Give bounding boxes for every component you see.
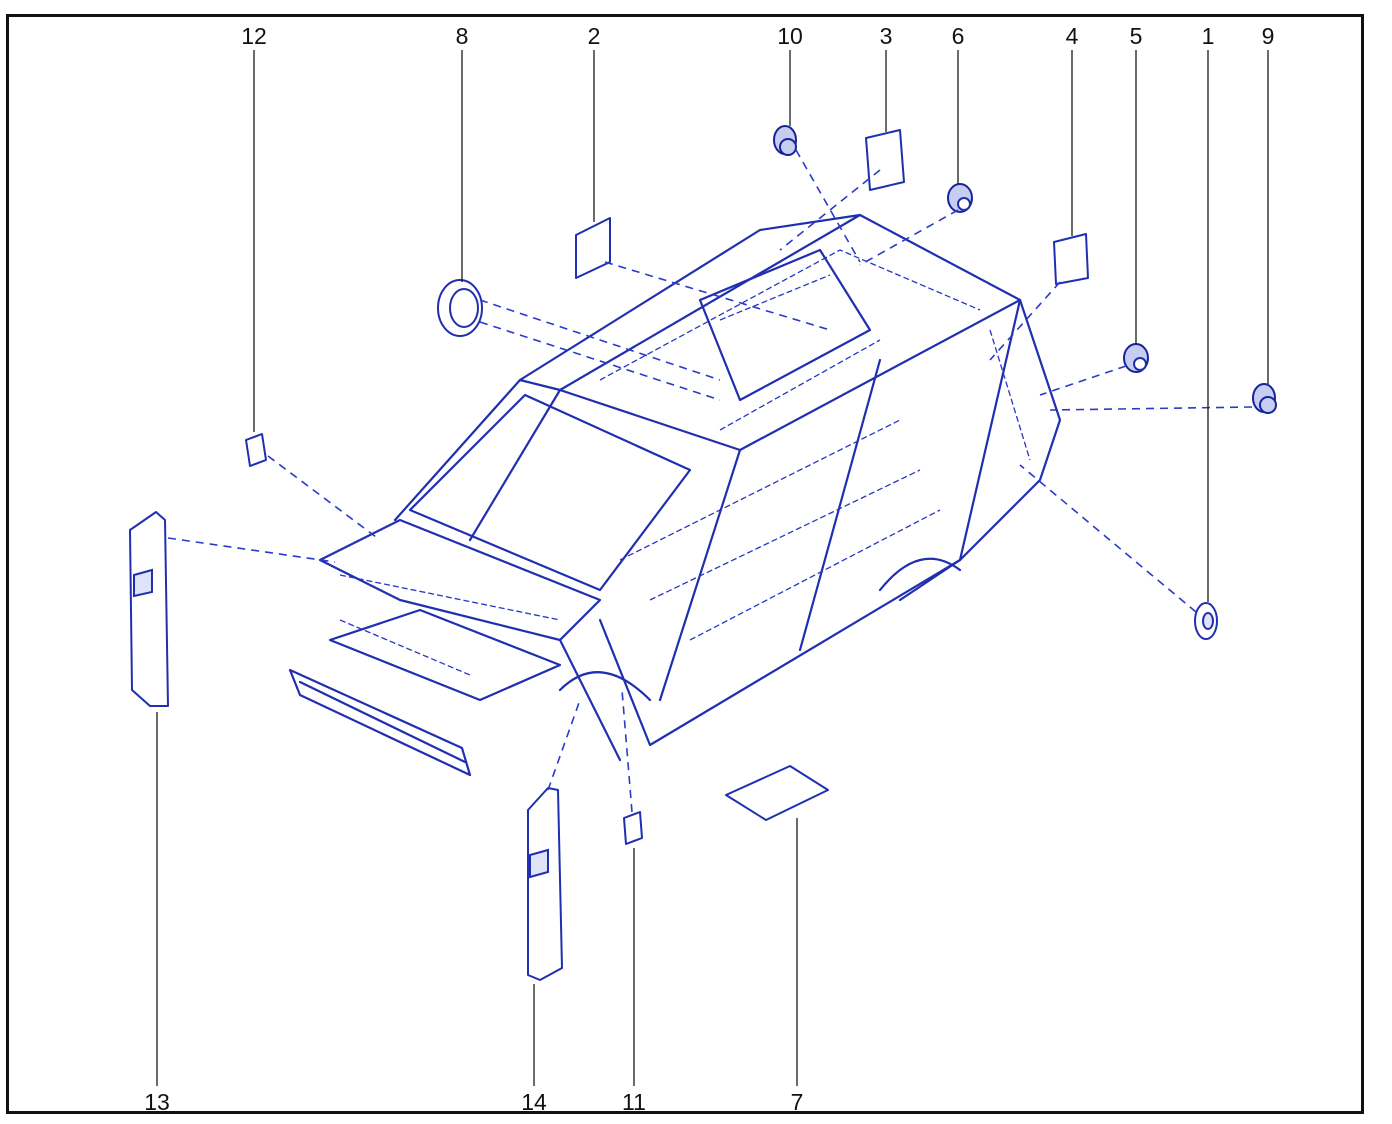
installation-lines bbox=[167, 149, 1253, 813]
callout-13: 13 bbox=[144, 1089, 170, 1115]
callout-12: 12 bbox=[241, 23, 267, 49]
part-8-grommet bbox=[437, 279, 483, 337]
callout-9: 9 bbox=[1262, 23, 1275, 49]
part-4-pad bbox=[1053, 233, 1089, 285]
part-3-pad bbox=[865, 129, 905, 191]
callout-6: 6 bbox=[952, 23, 965, 49]
callout-11: 11 bbox=[622, 1089, 646, 1115]
part-12-block bbox=[245, 433, 267, 467]
car-body-shell bbox=[288, 213, 1062, 777]
callout-4: 4 bbox=[1066, 23, 1079, 49]
callout-7: 7 bbox=[791, 1089, 804, 1115]
part-1-grommet bbox=[1194, 602, 1218, 640]
part-14-filler bbox=[527, 787, 563, 981]
part-7-pad bbox=[725, 765, 829, 821]
callout-5: 5 bbox=[1130, 23, 1143, 49]
callout-3: 3 bbox=[880, 23, 893, 49]
part-5-plug bbox=[1123, 343, 1149, 373]
part-13-filler bbox=[129, 511, 169, 707]
part-2-pad bbox=[575, 217, 611, 279]
part-10-plug bbox=[773, 125, 797, 156]
part-11-block bbox=[623, 811, 643, 845]
part-6-plug bbox=[947, 183, 973, 213]
leader-lines bbox=[156, 50, 1269, 1086]
callout-10: 10 bbox=[777, 23, 803, 49]
callout-labels: 12 8 2 10 3 6 4 5 1 9 13 14 11 7 bbox=[144, 23, 1274, 1115]
callout-8: 8 bbox=[456, 23, 469, 49]
callout-2: 2 bbox=[588, 23, 601, 49]
callout-1: 1 bbox=[1202, 23, 1215, 49]
callout-14: 14 bbox=[521, 1089, 547, 1115]
part-9-plug bbox=[1252, 383, 1277, 414]
